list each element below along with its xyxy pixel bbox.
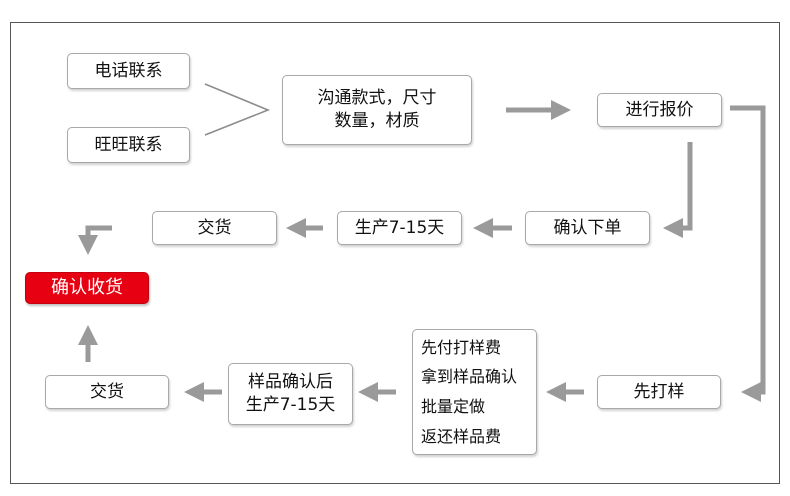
step-delivery-top-label: 交货: [197, 217, 232, 238]
after-sample-line-1: 样品确认后: [248, 372, 333, 393]
step-wangwang-contact-label: 旺旺联系: [94, 134, 163, 155]
step-production-top-label: 生产7-15天: [354, 217, 445, 238]
sample-process-line-3: 批量定做: [421, 397, 486, 416]
step-confirm-order-label: 确认下单: [553, 217, 622, 238]
step-delivery-bottom-label: 交货: [90, 381, 124, 402]
arrow-quote-to-sample: [730, 105, 766, 402]
arrow-delivery-to-receipt: [78, 225, 112, 255]
after-sample-line-2: 生产7-15天: [245, 395, 336, 415]
step-delivery-top: 交货: [152, 211, 277, 245]
step-communicate-line-2: 数量，材质: [334, 111, 420, 131]
step-quote: 进行报价: [597, 93, 722, 127]
merge-connector: [204, 83, 271, 136]
step-phone-contact-label: 电话联系: [94, 60, 163, 81]
step-confirm-order: 确认下单: [525, 211, 650, 245]
sample-process-line-1: 先付打样费: [421, 337, 502, 357]
step-sample-first-label: 先打样: [633, 381, 685, 402]
step-sample-process: 先付打样费 拿到样品确认 批量定做 返还样品费: [412, 329, 537, 455]
step-confirm-receipt: 确认收货: [25, 272, 149, 304]
arrow-quote-to-confirm-order: [663, 142, 693, 238]
step-communicate: 沟通款式，尺寸 数量，材质: [282, 75, 472, 145]
step-communicate-line-1: 沟通款式，尺寸: [317, 88, 437, 109]
step-delivery-bottom: 交货: [45, 375, 169, 409]
step-quote-label: 进行报价: [625, 99, 694, 120]
diagram-frame: [10, 22, 780, 484]
step-sample-first: 先打样: [597, 375, 721, 409]
step-after-sample-production: 样品确认后 生产7-15天: [228, 363, 353, 425]
step-wangwang-contact: 旺旺联系: [67, 127, 190, 163]
sample-process-line-4: 返还样品费: [421, 426, 502, 446]
sample-process-line-2: 拿到样品确认: [421, 367, 518, 387]
step-confirm-receipt-label: 确认收货: [51, 276, 123, 298]
step-phone-contact: 电话联系: [67, 53, 190, 89]
step-production-top: 生产7-15天: [337, 211, 462, 245]
